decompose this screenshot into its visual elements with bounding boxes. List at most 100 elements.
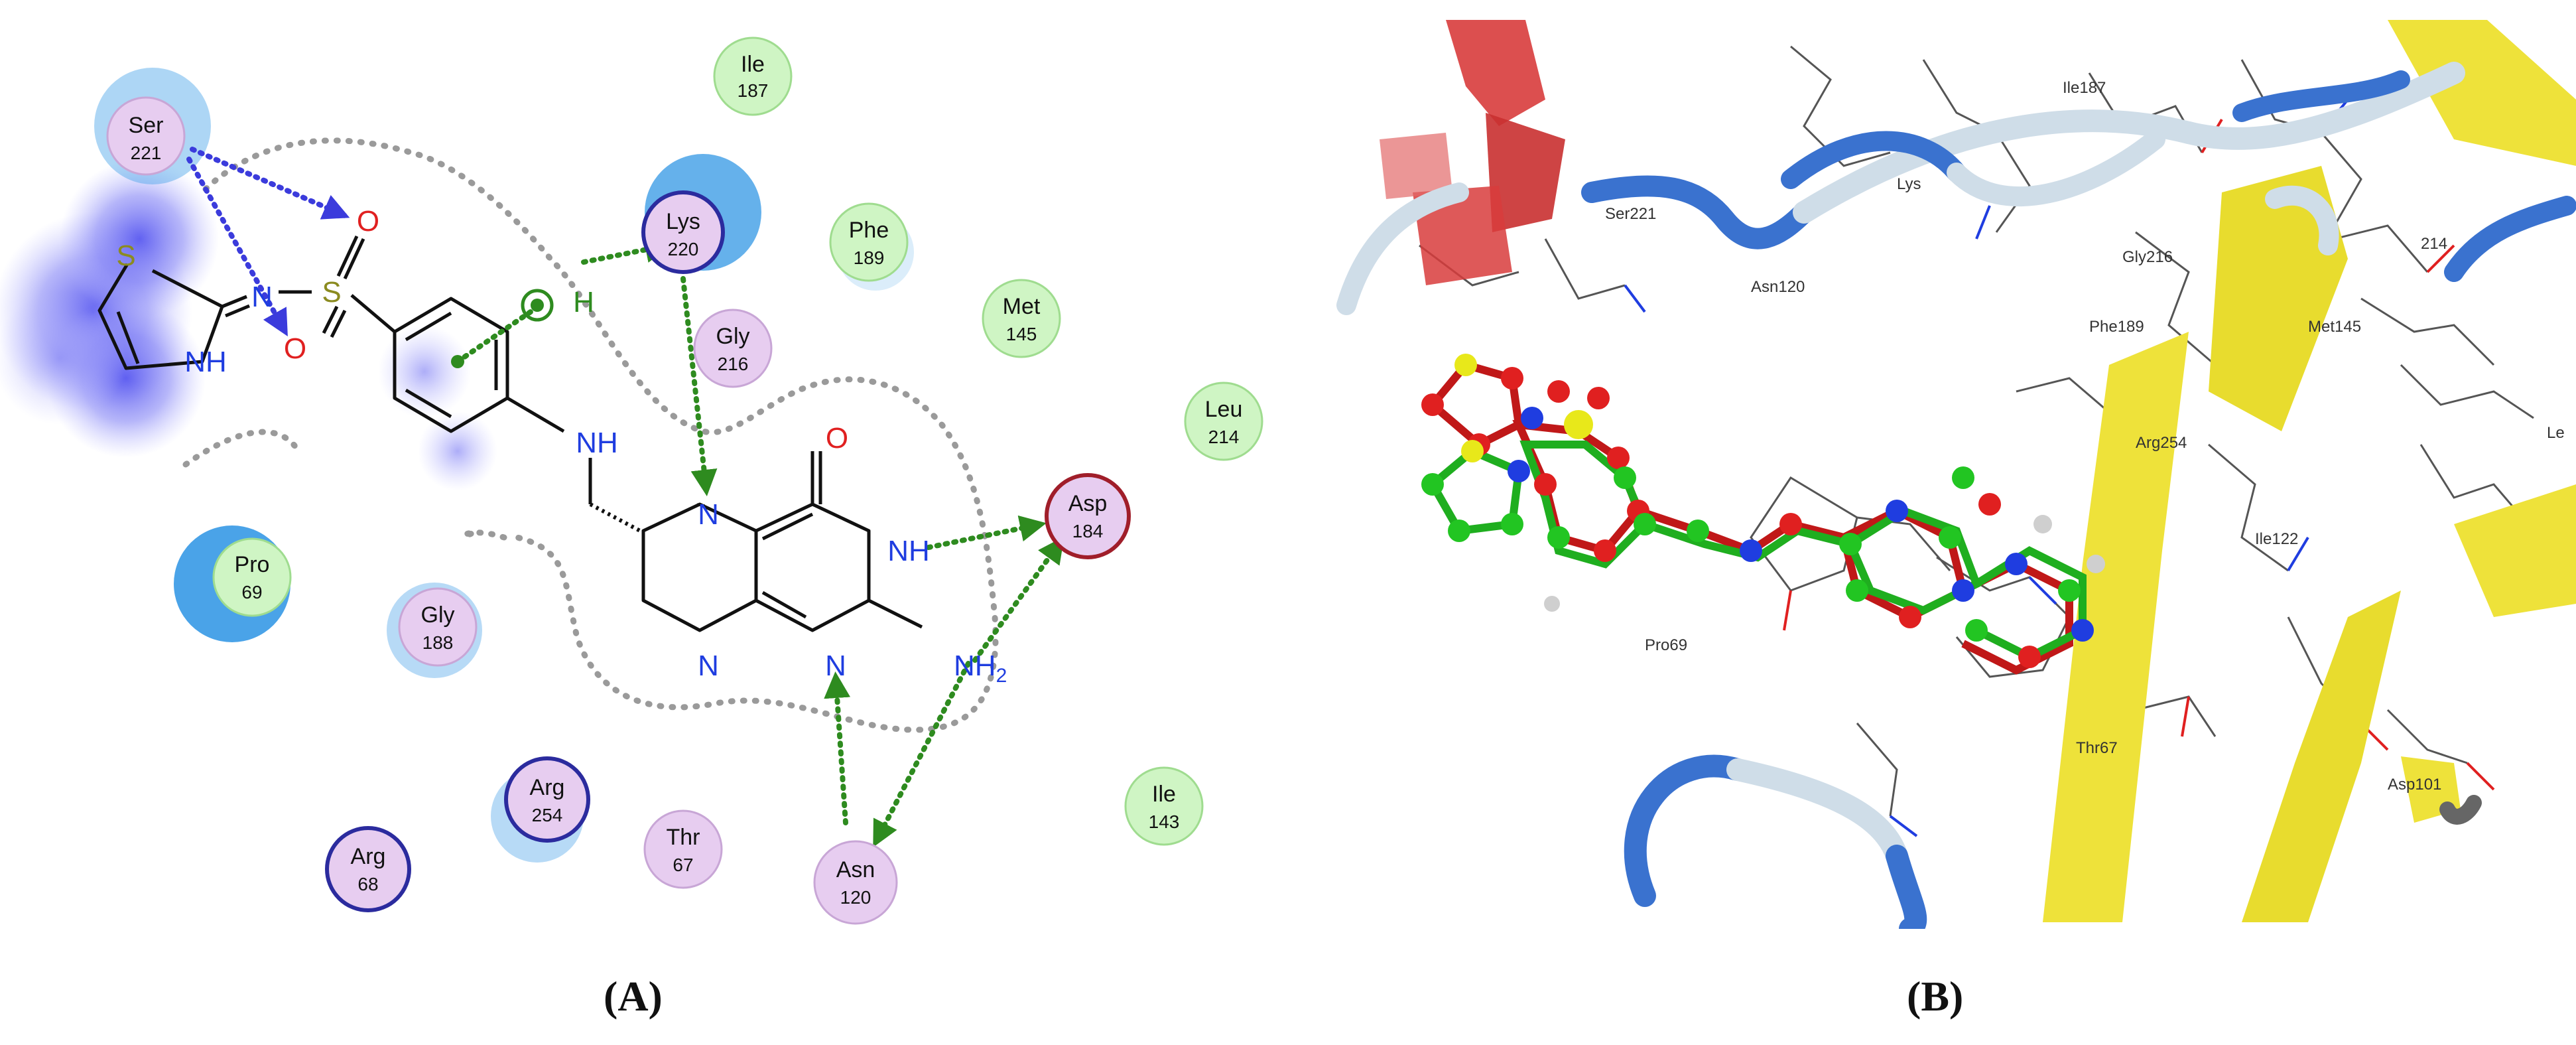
svg-text:Gly: Gly [716,324,750,349]
interaction-diagram-2d: S N NH S O O NH N O NH N N NH2 H Ser 221… [0,36,1263,925]
atom-s-ring: S [116,240,135,272]
svg-text:187: 187 [738,80,769,101]
svg-text:145: 145 [1006,324,1037,344]
helix-ribbon [1380,20,1565,285]
residue-discs: Ser 221 Ile 187 Lys 220 Phe 189 Gly 216 … [106,36,1263,925]
svg-text:69: 69 [241,582,262,602]
svg-text:Ile187: Ile187 [2063,79,2106,97]
ser221-to-o [190,147,350,220]
pocket-outline [182,76,999,733]
residue-ile143: Ile 143 [1124,766,1204,846]
svg-text:188: 188 [422,632,454,653]
hbond-n3h-asp184 [926,515,1047,550]
ligand-atoms [1421,354,2105,668]
svg-text:67: 67 [673,855,693,875]
svg-text:221: 221 [131,143,162,163]
svg-text:Asp: Asp [1068,491,1108,516]
residue-asp184: Asp 184 [1045,473,1131,559]
atom-nh2: NH2 [954,650,1007,687]
hbond-nh2-asn120 [873,661,971,848]
residue-met145: Met 145 [982,279,1061,358]
svg-text:Phe189: Phe189 [2089,318,2144,336]
svg-text:220: 220 [668,239,699,259]
solvent-exposure-blobs [0,159,497,491]
svg-text:Ile122: Ile122 [2255,530,2298,548]
atom-n8: N [698,650,719,682]
atom-n3h: NH [887,535,930,567]
panel-b-label: (B) [1907,973,1964,1020]
atom-labels: S N NH S O O NH N O NH N N NH2 H [116,205,1007,687]
svg-text:Phe: Phe [849,218,889,243]
atom-o-top: O [357,205,379,238]
hbond-nh2-asp184 [972,536,1064,663]
sheet-ribbons [2043,20,2576,922]
svg-text:Ser221: Ser221 [1605,205,1656,223]
residue-pro69: Pro 69 [212,537,292,617]
svg-text:Asn120: Asn120 [1751,278,1805,296]
residue-ile187: Ile 187 [713,36,793,116]
residue-arg254: Arg 254 [504,756,590,843]
svg-text:Asn: Asn [836,857,875,882]
svg-text:Ile: Ile [741,52,765,77]
svg-text:Le: Le [2547,424,2565,442]
atom-n5: N [698,498,719,531]
hbond-lys220-n5 [680,276,718,496]
docking-3d-render: Ile187 Ser221 Lys Asn120 Gly216 Phe189 A… [1336,20,2576,929]
residue-asn120: Asn 120 [813,840,898,925]
residue-gly188: Gly 188 [398,587,478,667]
svg-text:120: 120 [840,887,871,908]
svg-text:Leu: Leu [1205,397,1243,422]
hbond-arene-h [455,309,533,364]
atom-n1: N [825,650,846,682]
svg-text:Ser: Ser [129,113,164,138]
svg-text:216: 216 [718,354,749,374]
ligand-structure [97,235,923,632]
svg-text:214: 214 [1208,427,1240,447]
svg-text:Pro: Pro [235,552,270,577]
svg-text:Arg: Arg [351,844,386,869]
residue-phe189: Phe 189 [829,202,909,282]
svg-text:Thr: Thr [667,825,700,850]
atom-s-sulfonyl: S [322,276,341,309]
residue-lys220: Lys 220 [641,190,725,274]
svg-text:Ile: Ile [1152,782,1176,807]
svg-text:184: 184 [1072,521,1104,541]
atom-nh-ring: NH [184,346,227,378]
svg-text:Thr67: Thr67 [2076,739,2118,757]
hbond-asn120-n1 [824,671,851,825]
svg-text:214: 214 [2421,235,2447,253]
svg-text:189: 189 [854,247,885,268]
atom-h-arene: H [573,286,594,318]
atom-o-bottom: O [284,332,306,365]
svg-text:143: 143 [1149,811,1180,832]
residue-exposure-halos [94,68,914,863]
svg-text:68: 68 [357,874,378,894]
svg-text:Arg254: Arg254 [2136,434,2187,452]
residue-ser221: Ser 221 [106,96,186,176]
svg-text:Asp101: Asp101 [2388,776,2441,794]
arene-h-icon [451,289,554,368]
thiazole-ring [97,263,224,370]
residue-leu214: Leu 214 [1184,382,1263,461]
sidechain-arrows [186,147,350,336]
loop-tubes [1336,62,2576,929]
svg-text:Met: Met [1003,294,1041,319]
residue-labels-3d: Ile187 Ser221 Lys Asn120 Gly216 Phe189 A… [1605,79,2565,794]
residue-gly216: Gly 216 [693,309,773,388]
residue-thr67: Thr 67 [643,809,723,889]
svg-text:Gly216: Gly216 [2122,248,2173,266]
svg-text:Pro69: Pro69 [1645,636,1687,654]
atom-nh-linker: NH [576,427,618,459]
residue-arg68: Arg 68 [325,826,411,912]
svg-text:Lys: Lys [1897,175,1921,193]
panel-a-label: (A) [604,973,663,1020]
ser221-to-n [186,157,288,336]
atom-n-imine: N [251,281,273,313]
svg-text:Met145: Met145 [2308,318,2361,336]
svg-text:Gly: Gly [421,602,455,628]
atom-o-carbonyl: O [826,422,848,454]
ligand-ball-and-stick [1421,354,2105,675]
svg-text:Lys: Lys [666,209,700,234]
svg-text:Arg: Arg [530,775,565,800]
svg-text:254: 254 [532,805,563,825]
